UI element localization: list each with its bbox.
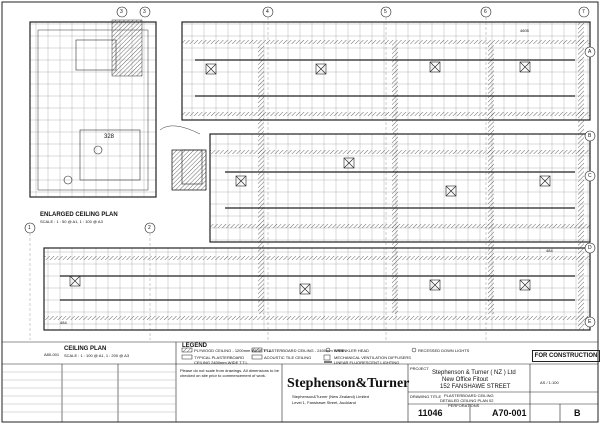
grid-label: D [588,245,592,251]
grid-label: E [588,319,592,325]
general-notes: Please do not scale from drawings. All d… [180,368,279,378]
legend-item: RECESSED DOWN LIGHTS [418,348,470,353]
grid-label: 2 [148,225,151,231]
dimension-label: 484 [60,320,67,325]
title-block [2,341,598,422]
grid-label: 5 [384,9,387,15]
drawing-title-1: PLASTERBOARD CEILING [444,393,494,398]
project-line1: Stephenson & Turner ( NZ ) Ltd [432,370,516,376]
firm-address: Stephenson&Turner (New Zealand) Limited [292,394,370,399]
firm-contact: Level 1, Fanshawe Street, Auckland [292,400,356,405]
grid-label: 6 [484,9,487,15]
status-stamp: FOR CONSTRUCTION [532,350,600,362]
grid-label: C [588,173,592,179]
grid-label: A [588,49,592,55]
grid-label: 4 [266,9,269,15]
enlarged-plan-scale: SCALE : 1 : 50 @ A1, 1 : 100 @ A3 [40,219,103,224]
firm-logo-text: Stephenson&Turner [287,376,410,391]
drawing-title-2: DETAILED CEILING PLAN 02 [440,398,494,403]
legend-item: PLYWOOD CEILING - 1200mm WIDE T.T.L [194,348,272,353]
ceiling-plan-scale: SCALE : 1 : 100 @ A1, 1 : 200 @ A3 [64,353,130,358]
enlarged-ceiling-plan [29,19,157,198]
project-line2: New Office Fitout [442,377,488,383]
legend-item: SPRINKLER HEAD [334,348,369,353]
project-line3: 152 FANSHAWE STREET [440,384,511,390]
legend-title: LEGEND [182,343,208,349]
grid-label: 3 [143,9,146,15]
ceiling-plan-title: CEILING PLAN [64,346,107,352]
drawing-scale: AS / 1:100 [540,380,559,385]
job-number: 11046 [418,408,443,418]
dimension-label: 4605 [520,28,529,33]
legend-item: PLASTERBOARD CEILING - 2400mm WIDE [264,348,345,353]
legend-item: ACOUSTIC TILE CEILING [264,355,312,360]
grid-label: 3 [120,9,123,15]
drawing-number: A70-001 [492,408,527,418]
room-number: 328 [104,134,115,140]
grid-bubbles [24,6,596,328]
legend-item: MECHANICAL VENTILATION DIFFUSERS [334,355,411,360]
grid-label: 1 [28,225,31,231]
legend-symbols [181,347,417,363]
drawing-label: DRAWING TITLE [410,394,442,399]
grid-label: 7 [582,9,585,15]
revision-letter: B [574,408,581,418]
dimension-label: 484 [546,248,553,253]
view-tag: A80-001 [44,352,60,357]
drawing-title-3: PERFORATIONS [448,403,480,408]
grid-label: B [588,133,592,139]
enlarged-plan-title: ENLARGED CEILING PLAN [40,212,118,218]
legend-item: LINEAR FLUORESCENT LIGHTING [334,360,400,365]
legend-item: TYPICAL PLASTERBOARD CEILING 2400mm WIDE… [194,355,248,365]
project-label: PROJECT [410,366,429,371]
